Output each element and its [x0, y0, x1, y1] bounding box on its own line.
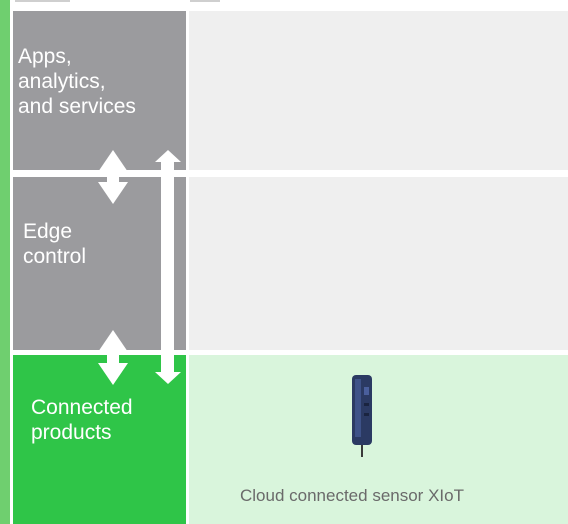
left-gap	[10, 0, 13, 524]
up-down-arrow-icon	[98, 330, 128, 385]
layer-label-line: Apps,	[18, 45, 72, 68]
layer-edge-control: Edge control	[13, 177, 186, 350]
layer-label-line: Connected	[31, 396, 133, 419]
layer-label-edge: Edge control	[23, 219, 86, 269]
layer-label-line: analytics,	[18, 70, 106, 93]
up-arrow-icon	[155, 150, 181, 384]
layer-label-line: control	[23, 245, 87, 268]
top-dash	[190, 0, 220, 2]
top-strip	[10, 0, 568, 10]
left-edge-strip	[0, 0, 10, 524]
top-dash	[15, 0, 70, 2]
detail-panel-apps	[189, 11, 568, 170]
detail-panel-edge	[189, 177, 568, 350]
up-down-arrow-icon	[98, 150, 128, 204]
sensor-device-icon	[352, 375, 372, 457]
layer-label-apps: Apps, analytics, and services	[18, 44, 136, 119]
layer-label-line: and services	[18, 95, 136, 118]
layer-connected-products: Connected products	[13, 355, 186, 524]
sensor-caption: Cloud connected sensor XIoT	[240, 486, 464, 505]
layer-apps-analytics-services: Apps, analytics, and services	[13, 11, 186, 170]
layer-label-line: products	[31, 421, 112, 444]
detail-panel-connected	[189, 355, 568, 524]
layer-label-connected: Connected products	[31, 395, 133, 445]
layer-label-line: Edge	[23, 220, 73, 243]
